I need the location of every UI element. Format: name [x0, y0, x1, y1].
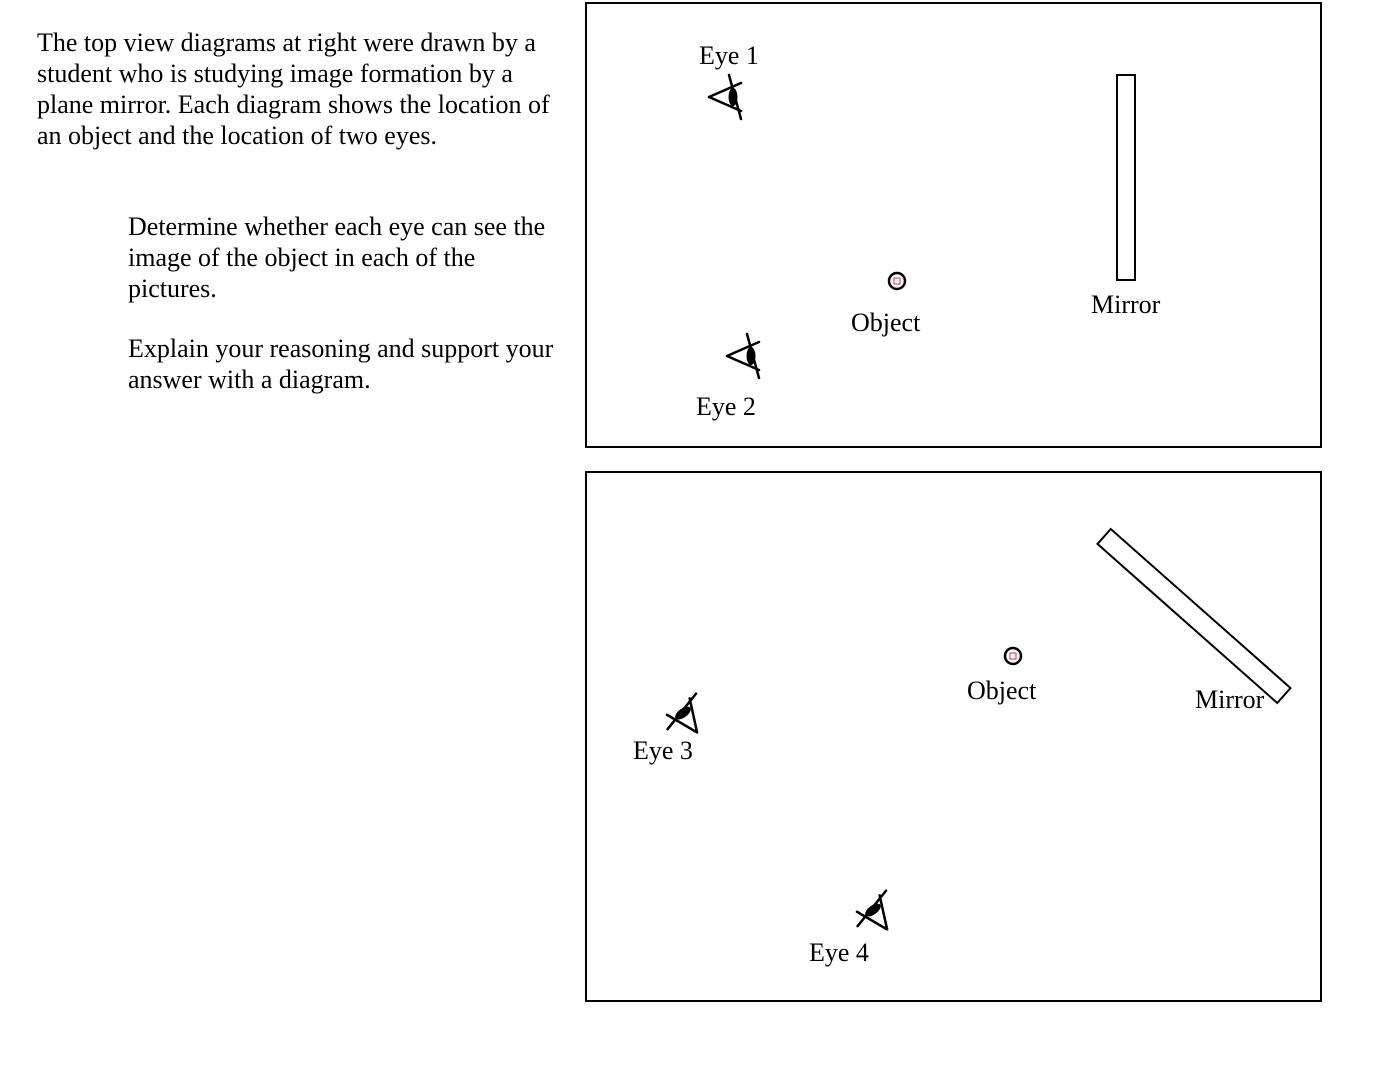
object-icon: [1003, 646, 1023, 666]
diagram-top: Eye 1 Eye 2 Object Mirror: [585, 2, 1322, 448]
mirror: [1116, 74, 1136, 281]
instruction-explain: Explain your reasoning and support your …: [128, 334, 554, 394]
mirror-label: Mirror: [1091, 290, 1161, 319]
eye-1-label: Eye 1: [699, 41, 759, 70]
eye-3-label: Eye 3: [633, 736, 693, 765]
diagram-bottom: Mirror Object Eye 3 Eye 4: [585, 471, 1322, 1002]
instruction-determine: Determine whether each eye can see the i…: [128, 212, 546, 303]
eye-3-icon: [665, 692, 699, 734]
diagram-top-canvas: Eye 1 Eye 2 Object Mirror: [696, 41, 1161, 421]
eye-2-icon: [725, 332, 761, 380]
object-label: Object: [967, 676, 1037, 705]
mirror-label: Mirror: [1195, 685, 1265, 714]
object-icon: [887, 271, 907, 291]
intro-text: The top view diagrams at right were draw…: [37, 28, 550, 150]
object-label: Object: [851, 308, 921, 337]
eye-4-icon: [855, 889, 889, 931]
diagram-bottom-canvas: Mirror Object Eye 3 Eye 4: [633, 527, 1292, 967]
eye-4-label: Eye 4: [809, 938, 869, 967]
mirror: [1096, 527, 1292, 705]
eye-2-label: Eye 2: [696, 392, 756, 421]
eye-1-icon: [707, 73, 743, 121]
